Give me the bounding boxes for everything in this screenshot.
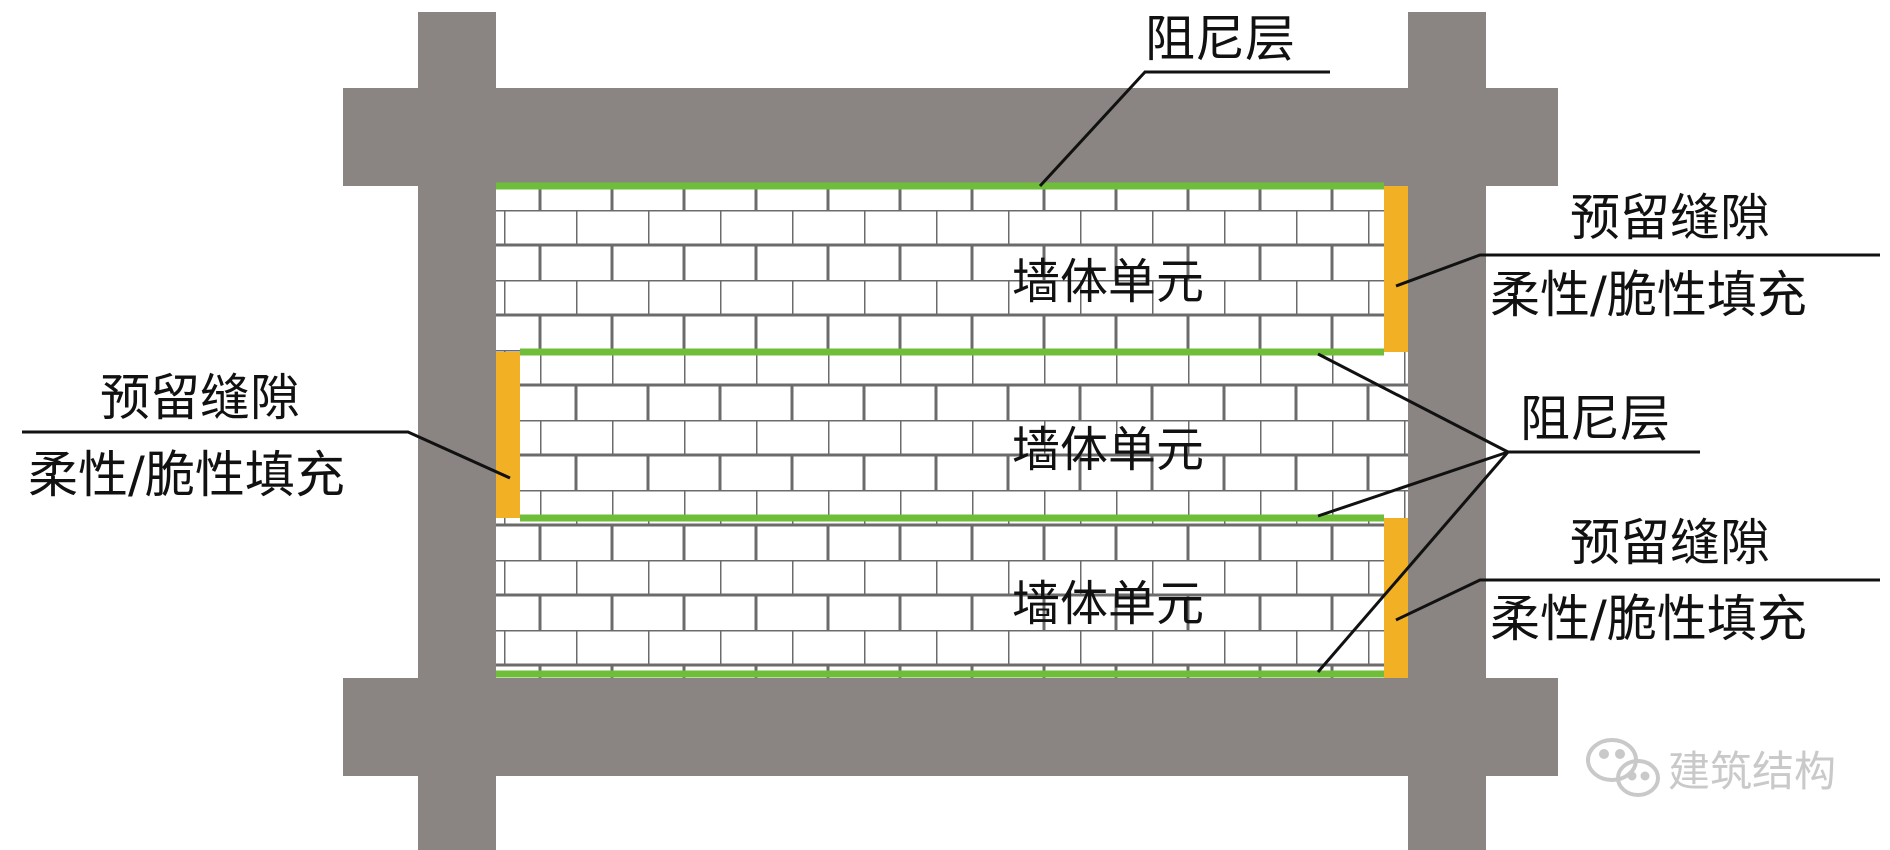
damping-layers bbox=[496, 182, 1384, 678]
gap-filler-top-right bbox=[1384, 186, 1408, 352]
label-gap-top-right-title: 预留缝隙 bbox=[1570, 189, 1770, 247]
bottom-beam bbox=[343, 678, 1558, 776]
label-wall-unit-bottom: 墙体单元 bbox=[1012, 576, 1204, 632]
label-damping-layer-top: 阻尼层 bbox=[1145, 10, 1295, 68]
leader-damping-right-3 bbox=[1316, 451, 1510, 673]
wall-units bbox=[496, 186, 1408, 678]
label-gap-bottom-right-title: 预留缝隙 bbox=[1570, 514, 1770, 572]
wechat-icon bbox=[1586, 738, 1660, 797]
leader-damping-right-1 bbox=[1317, 352, 1509, 454]
label-damping-layer-right: 阻尼层 bbox=[1520, 390, 1670, 448]
label-gap-left-title: 预留缝隙 bbox=[100, 369, 300, 427]
label-gap-top-right-sub: 柔性/脆性填充 bbox=[1490, 266, 1807, 324]
wall-unit-middle-bricks bbox=[520, 352, 1408, 518]
gap-filler-bottom-right bbox=[1384, 518, 1408, 678]
label-wall-unit-top: 墙体单元 bbox=[1012, 254, 1204, 310]
leader-gap-top-right bbox=[1395, 253, 1880, 288]
leader-damping-right-2 bbox=[1317, 450, 1509, 518]
leader-damping-top bbox=[1038, 70, 1330, 188]
wall-unit-bottom-bricks bbox=[496, 518, 1384, 678]
label-gap-bottom-right-sub: 柔性/脆性填充 bbox=[1490, 590, 1807, 648]
leader-gap-left bbox=[22, 430, 511, 480]
label-wall-unit-middle: 墙体单元 bbox=[1012, 422, 1204, 478]
leader-gap-bottom-right bbox=[1395, 578, 1880, 622]
gap-filler-left bbox=[496, 352, 520, 518]
leader-lines bbox=[22, 70, 1880, 673]
label-gap-left-sub: 柔性/脆性填充 bbox=[28, 446, 345, 504]
top-beam bbox=[343, 88, 1558, 186]
watermark: 建筑结构 bbox=[1586, 738, 1836, 797]
wall-unit-top-bricks bbox=[496, 186, 1384, 352]
gap-fillers bbox=[496, 186, 1408, 678]
watermark-text: 建筑结构 bbox=[1668, 747, 1836, 796]
concrete-frame bbox=[343, 12, 1558, 850]
